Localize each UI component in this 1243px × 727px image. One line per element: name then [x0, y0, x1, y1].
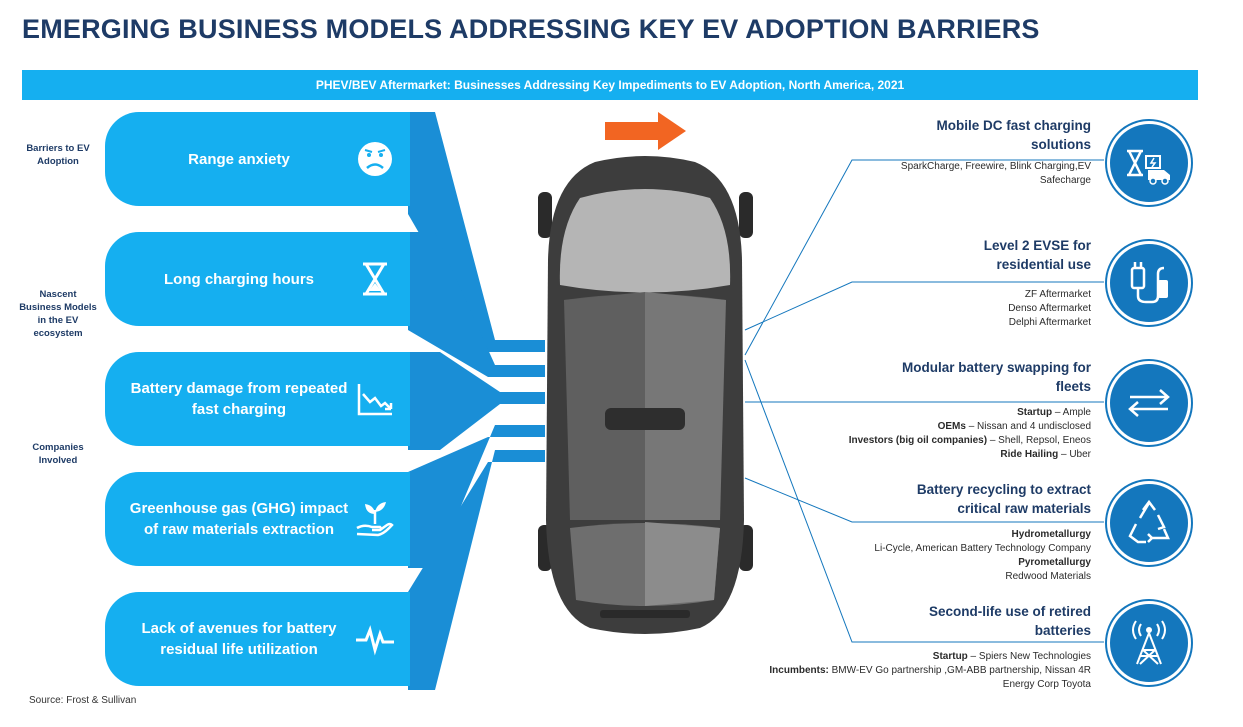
- business-model-companies: SparkCharge, Freewire, Blink Charging,EV…: [900, 161, 1091, 186]
- business-model-title: Mobile DC fast charging solutions: [936, 118, 1091, 152]
- business-model-title: Second-life use of retired batteries: [928, 604, 1091, 638]
- direction-arrow-icon: [605, 112, 686, 150]
- channel-3: [408, 352, 545, 450]
- connector-5: [744, 359, 1104, 643]
- connector-2: [744, 281, 1104, 331]
- pulse-icon: [356, 625, 394, 656]
- funnel-channels: [408, 112, 545, 690]
- channel-2: [408, 232, 545, 377]
- circle-recycle: [1107, 481, 1191, 565]
- barrier-battery-damage: Battery damage from repeated fast chargi…: [105, 352, 410, 446]
- barrier-ghg-impact: Greenhouse gas (GHG) impact of raw mater…: [105, 472, 410, 566]
- business-model-title: Battery recycling to extract critical ra…: [916, 482, 1091, 516]
- barrier-label: Battery damage from repeated fast chargi…: [130, 380, 348, 418]
- channel-1: [408, 112, 545, 352]
- barrier-residual-life: Lack of avenues for battery residual lif…: [105, 592, 410, 686]
- source-note: Source: Frost & Sullivan: [29, 695, 137, 706]
- barrier-label: Greenhouse gas (GHG) impact of raw mater…: [129, 500, 349, 538]
- side-label-companies: Companies Involved: [32, 442, 84, 466]
- connector-4: [744, 477, 1104, 523]
- charging-plug-icon: [1130, 262, 1168, 304]
- business-model-companies: Startup – Ample OEMs – Nissan and 4 undi…: [848, 407, 1091, 460]
- barrier-range-anxiety: Range anxiety: [105, 112, 410, 206]
- circle-charging-plug: [1107, 241, 1191, 325]
- circle-swap-arrows: [1107, 361, 1191, 445]
- mobile-charging-icon: [1127, 149, 1170, 185]
- hourglass-icon: [363, 262, 387, 296]
- side-label-barriers: Barriers to EV Adoption: [26, 143, 90, 167]
- business-model-battery-recycling: Battery recycling to extract critical ra…: [874, 480, 1091, 584]
- transmission-tower-icon: [1132, 620, 1166, 665]
- barrier-label: Long charging hours: [164, 270, 314, 288]
- channel-5: [408, 450, 545, 690]
- channel-4: [408, 425, 545, 568]
- business-model-level2-evse: Level 2 EVSE for residential use ZF Afte…: [951, 236, 1091, 330]
- barrier-label: Lack of avenues for battery residual lif…: [141, 620, 337, 658]
- business-model-companies: ZF Aftermarket Denso Aftermarket Delphi …: [1008, 289, 1091, 328]
- business-model-battery-swapping: Modular battery swapping for fleets Star…: [849, 358, 1091, 462]
- business-model-companies: Startup – Spiers New Technologies Incumb…: [769, 651, 1091, 690]
- subtitle-bar: PHEV/BEV Aftermarket: Businesses Address…: [22, 70, 1198, 100]
- sad-face-icon: [358, 142, 392, 176]
- recycle-icon: [1128, 499, 1170, 544]
- barrier-long-charging-hours: Long charging hours: [105, 232, 410, 326]
- page-title: EMERGING BUSINESS MODELS ADDRESSING KEY …: [22, 14, 1040, 44]
- connector-lines: [744, 159, 1104, 643]
- business-model-second-life: Second-life use of retired batteries Sta…: [769, 602, 1091, 692]
- car-top-view-icon: [538, 156, 753, 634]
- barrier-label: Range anxiety: [188, 150, 290, 168]
- connector-1: [744, 159, 1104, 356]
- side-label-business-models: Nascent Business Models in the EV ecosys…: [19, 289, 97, 339]
- business-model-mobile-dc: Mobile DC fast charging solutions SparkC…: [901, 116, 1091, 188]
- declining-graph-icon: [357, 384, 393, 416]
- business-model-title: Level 2 EVSE for residential use: [983, 238, 1091, 272]
- swap-arrows-icon: [1128, 389, 1170, 417]
- circle-mobile-charging: [1107, 121, 1191, 205]
- plant-hand-icon: [356, 502, 394, 537]
- business-model-title: Modular battery swapping for fleets: [901, 360, 1091, 394]
- business-model-companies: Hydrometallurgy Li-Cycle, American Batte…: [874, 529, 1091, 582]
- circle-transmission-tower: [1107, 601, 1191, 685]
